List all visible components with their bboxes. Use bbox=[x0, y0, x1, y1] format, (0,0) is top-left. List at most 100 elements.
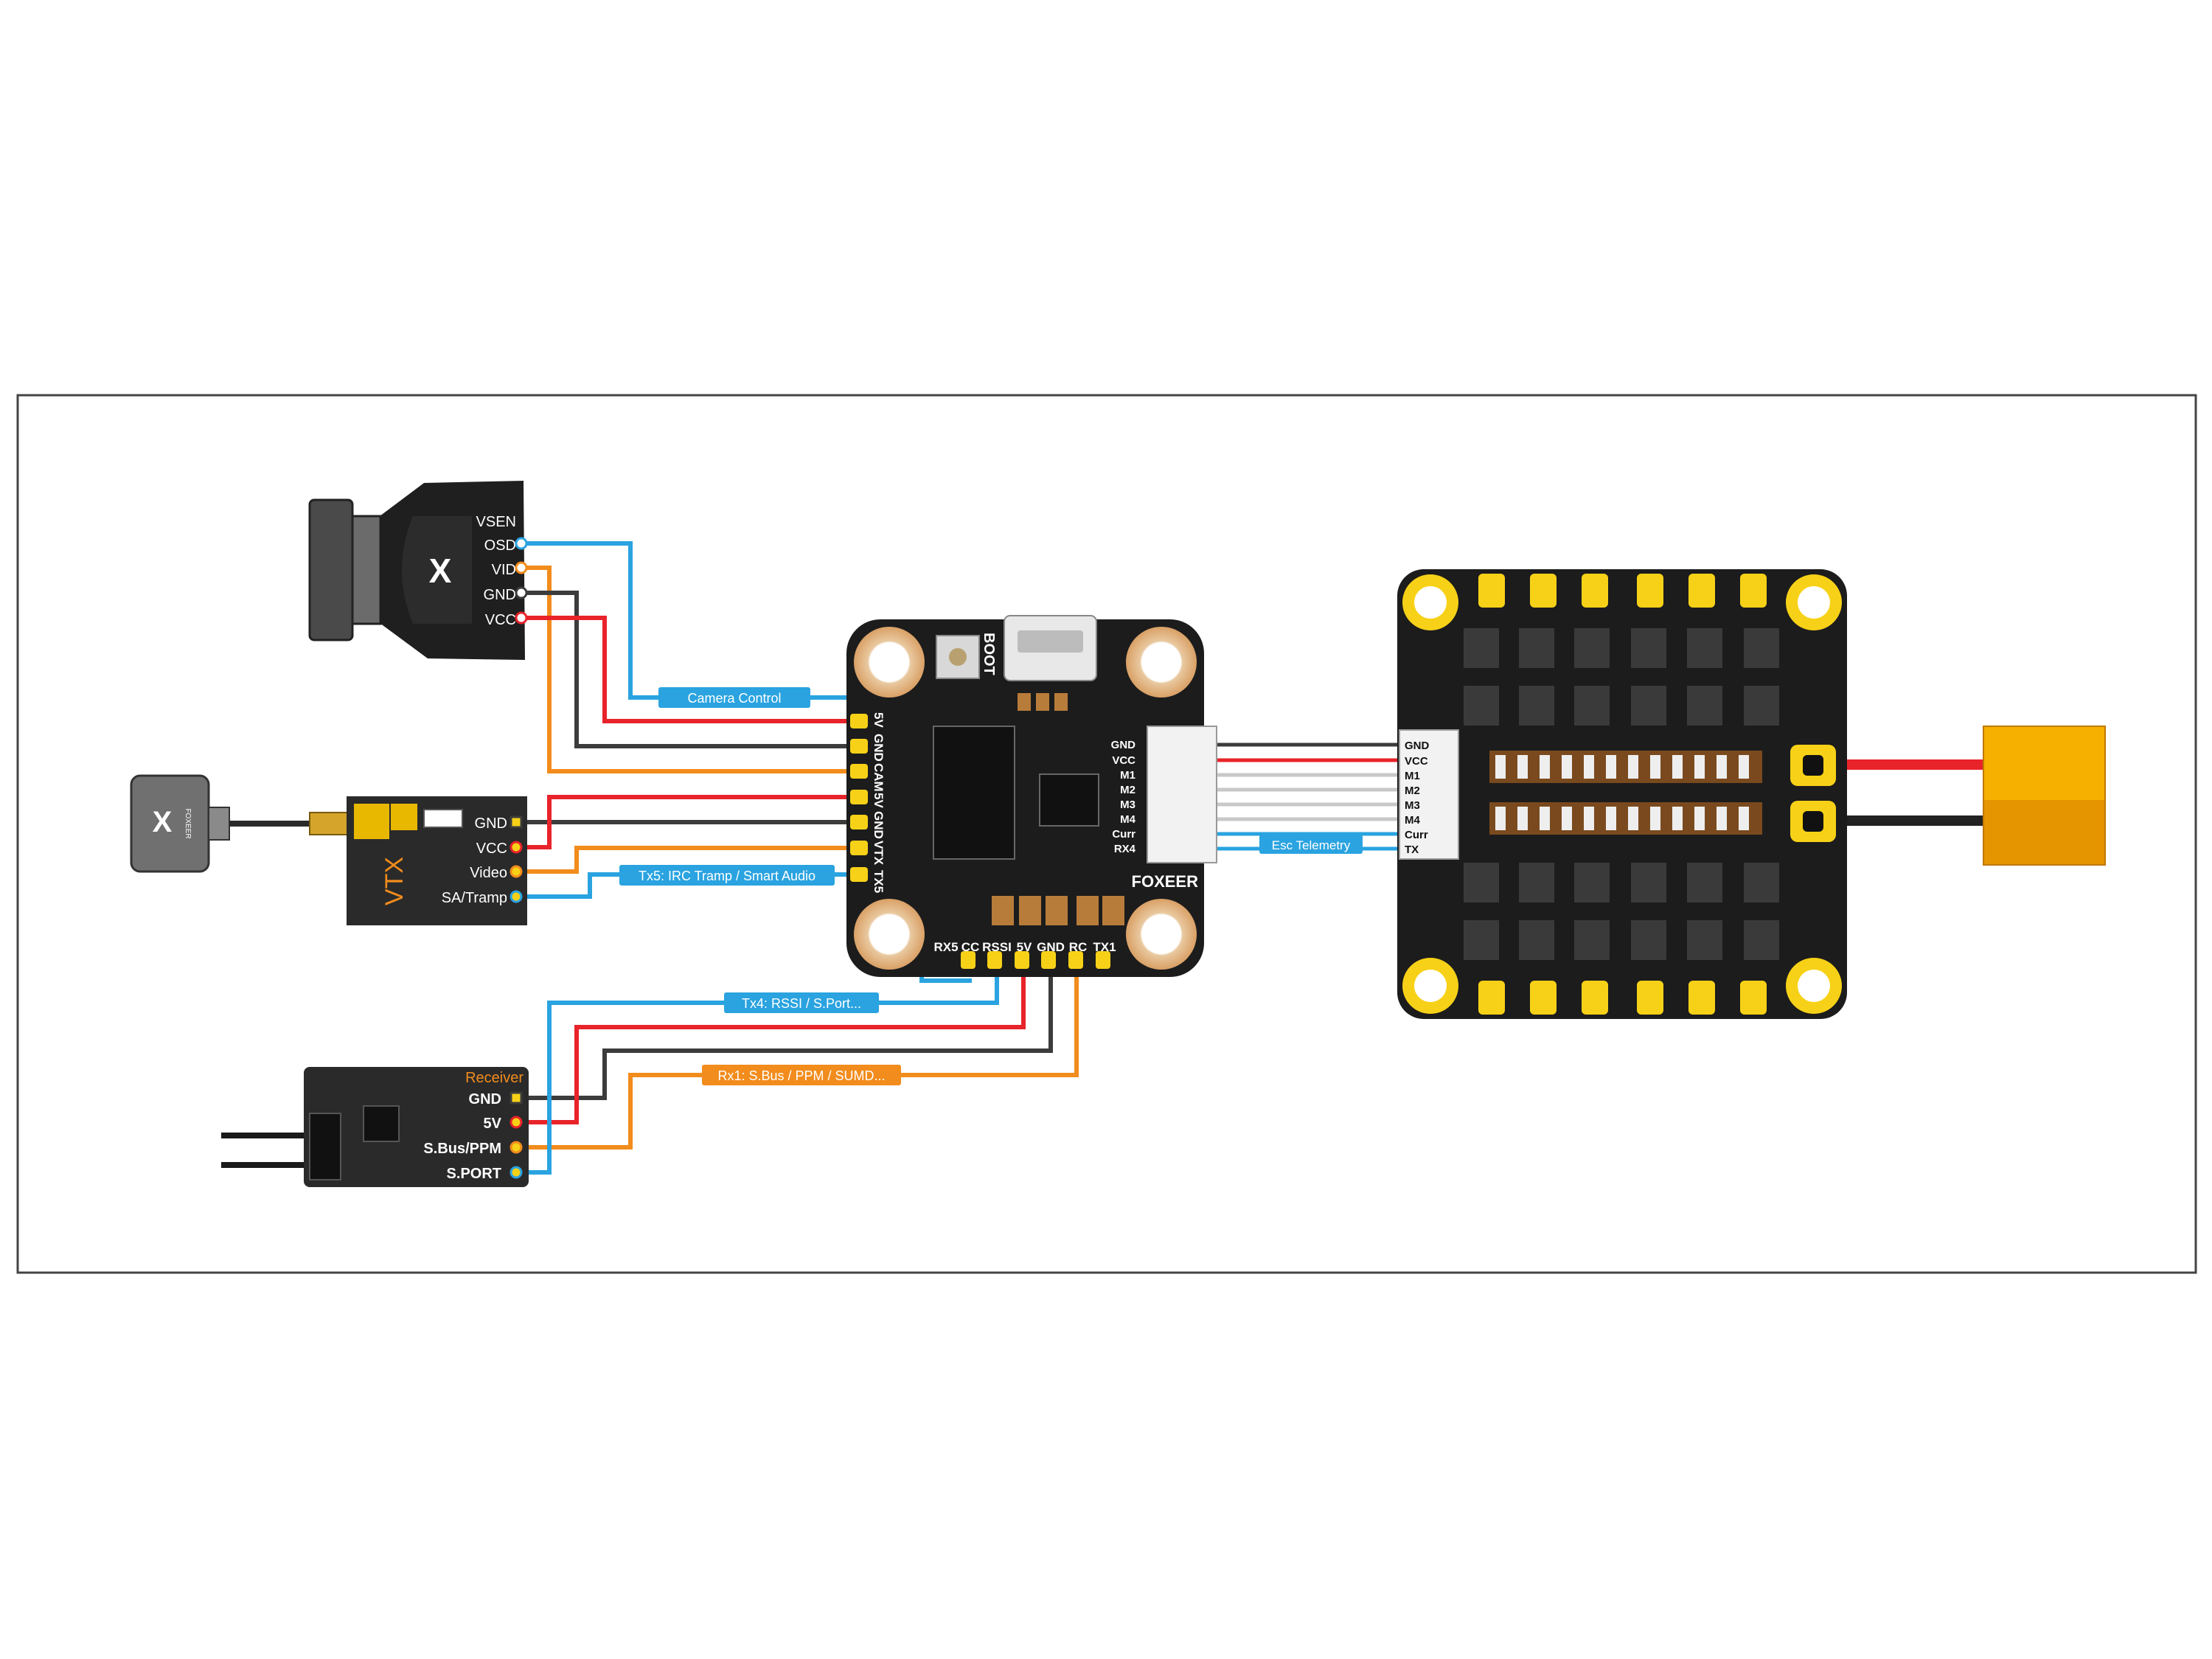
fc-mcu bbox=[933, 726, 1015, 860]
fc-connector-labels: GND VCC M1 M2 M3 M4 Curr RX4 bbox=[1111, 739, 1136, 855]
xt60-connector bbox=[1983, 726, 2106, 866]
svg-text:Curr: Curr bbox=[1405, 829, 1428, 841]
svg-text:CAM: CAM bbox=[872, 763, 886, 792]
svg-text:VTX: VTX bbox=[872, 841, 886, 866]
fc-esc-connector bbox=[1147, 726, 1217, 863]
camera-pin-vsen: VSEN bbox=[476, 514, 516, 530]
wire-vtx-video bbox=[516, 846, 858, 874]
wire-cam-gnd bbox=[521, 591, 858, 748]
wire-rx-sbus bbox=[516, 966, 1079, 1150]
flight-controller: BOOT FOXEER 5V GND CAM bbox=[846, 615, 1217, 977]
camera-lens bbox=[308, 498, 354, 641]
wire-cam-vcc bbox=[521, 616, 858, 723]
svg-text:VCC: VCC bbox=[1405, 755, 1428, 768]
fc-osd-chip bbox=[1039, 773, 1099, 827]
label-tx5-bg bbox=[619, 865, 835, 886]
svg-text:RC: RC bbox=[1069, 940, 1088, 954]
receiver-pin-sbus: S.Bus/PPM bbox=[423, 1141, 501, 1157]
svg-text:M2: M2 bbox=[1405, 785, 1420, 797]
wire-rx-sport bbox=[516, 966, 999, 1175]
wire-rx-5v bbox=[516, 966, 1026, 1124]
vtx-antenna-logo: X bbox=[153, 806, 173, 838]
label-rx1-bg bbox=[702, 1065, 901, 1085]
label-esc-telemetry: Esc Telemetry bbox=[1272, 838, 1351, 852]
fc-usb-slot bbox=[1018, 630, 1083, 653]
vtx: X FOXEER VTX GND VCC Video SA/Tramp bbox=[130, 774, 527, 925]
vtx-antenna-connector bbox=[208, 807, 230, 841]
fc-mount-hole-tr bbox=[1126, 627, 1197, 698]
fc-mount-hole-bl bbox=[854, 899, 925, 970]
svg-text:M1: M1 bbox=[1120, 769, 1135, 782]
svg-text:RSSI: RSSI bbox=[982, 940, 1012, 954]
svg-text:RX5: RX5 bbox=[933, 940, 958, 954]
receiver-pin-5v: 5V bbox=[484, 1116, 502, 1132]
label-rx1: Rx1: S.Bus / PPM / SUMD... bbox=[717, 1068, 885, 1083]
vtx-pin-tramp: SA/Tramp bbox=[442, 890, 507, 906]
fc-boot-button bbox=[936, 635, 980, 679]
wire-labels: Camera Control Tx5: IRC Tramp / Smart Au… bbox=[619, 687, 1363, 1085]
fc-board bbox=[846, 619, 1204, 977]
fc-boot-button-cap bbox=[949, 648, 967, 666]
vtx-pin-vcc: VCC bbox=[476, 841, 507, 857]
receiver-connector bbox=[309, 1113, 341, 1180]
label-tx4: Tx4: RSSI / S.Port... bbox=[742, 996, 861, 1011]
camera: X VSEN OSD VID GND VCC bbox=[308, 481, 525, 660]
svg-text:RX4: RX4 bbox=[1114, 843, 1136, 855]
esc: GND VCC M1 M2 M3 M4 Curr TX bbox=[1397, 569, 1847, 1019]
svg-text:M2: M2 bbox=[1120, 784, 1135, 796]
label-camera-control-bg bbox=[658, 687, 810, 708]
svg-text:TX5: TX5 bbox=[872, 870, 886, 893]
receiver-pin-gnd: GND bbox=[469, 1091, 501, 1107]
vtx-label: VTX bbox=[380, 857, 408, 905]
fc-left-pads bbox=[850, 714, 868, 882]
vtx-pin-gnd: GND bbox=[475, 815, 507, 832]
fc-bottom-pad-labels: RX5 CC RSSI 5V GND RC TX1 bbox=[933, 940, 1116, 954]
camera-pin-vcc: VCC bbox=[485, 612, 516, 628]
esc-board bbox=[1397, 569, 1847, 1019]
svg-text:CC: CC bbox=[961, 940, 980, 954]
fc-bottom-pads bbox=[961, 951, 1110, 969]
receiver: Receiver GND 5V S.Bus/PPM S.PORT bbox=[221, 1067, 529, 1187]
svg-text:M1: M1 bbox=[1405, 770, 1420, 782]
camera-pin-gnd: GND bbox=[484, 587, 516, 603]
fc-mount-hole-br bbox=[1126, 899, 1197, 970]
pin-pads bbox=[509, 537, 528, 1179]
vtx-ufl bbox=[354, 804, 389, 839]
receiver-chip bbox=[363, 1105, 400, 1142]
label-tx4-bg bbox=[724, 992, 879, 1013]
svg-text:VCC: VCC bbox=[1112, 754, 1135, 767]
svg-text:M4: M4 bbox=[1120, 813, 1135, 826]
esc-mosfets bbox=[1464, 628, 1779, 960]
vtx-button bbox=[423, 809, 463, 828]
esc-motor-pads bbox=[1478, 574, 1767, 1015]
svg-text:M4: M4 bbox=[1405, 814, 1420, 827]
svg-text:GND: GND bbox=[872, 811, 886, 839]
svg-text:TX: TX bbox=[1405, 844, 1419, 856]
svg-text:M3: M3 bbox=[1120, 799, 1135, 811]
receiver-board bbox=[304, 1067, 529, 1187]
esc-capacitor-marks bbox=[1495, 755, 1749, 830]
svg-text:5V: 5V bbox=[872, 712, 886, 728]
fc-boot-label: BOOT bbox=[981, 633, 997, 675]
label-camera-control: Camera Control bbox=[687, 691, 781, 706]
fc-left-pad-labels: 5V GND CAM 5V GND VTX TX5 bbox=[872, 712, 886, 893]
fc-caps bbox=[992, 693, 1124, 925]
svg-text:M3: M3 bbox=[1405, 799, 1420, 812]
wires bbox=[516, 541, 1991, 1175]
svg-text:GND: GND bbox=[1111, 739, 1136, 751]
camera-lens-ring bbox=[351, 515, 382, 625]
esc-connector-labels: GND VCC M1 M2 M3 M4 Curr TX bbox=[1405, 740, 1430, 856]
label-esc-telemetry-bg bbox=[1259, 835, 1363, 854]
receiver-pin-sport: S.PORT bbox=[447, 1166, 501, 1182]
camera-logo: X bbox=[429, 552, 452, 590]
fc-mount-hole-tl bbox=[854, 627, 925, 698]
receiver-title: Receiver bbox=[465, 1070, 524, 1086]
svg-text:GND: GND bbox=[1405, 740, 1430, 752]
svg-text:5V: 5V bbox=[1017, 940, 1032, 954]
label-tx5: Tx5: IRC Tramp / Smart Audio bbox=[639, 869, 815, 883]
svg-text:5V: 5V bbox=[872, 793, 886, 808]
svg-text:GND: GND bbox=[1037, 940, 1065, 954]
vtx-pin-video: Video bbox=[470, 865, 507, 881]
wire-cam-vid bbox=[521, 566, 858, 773]
